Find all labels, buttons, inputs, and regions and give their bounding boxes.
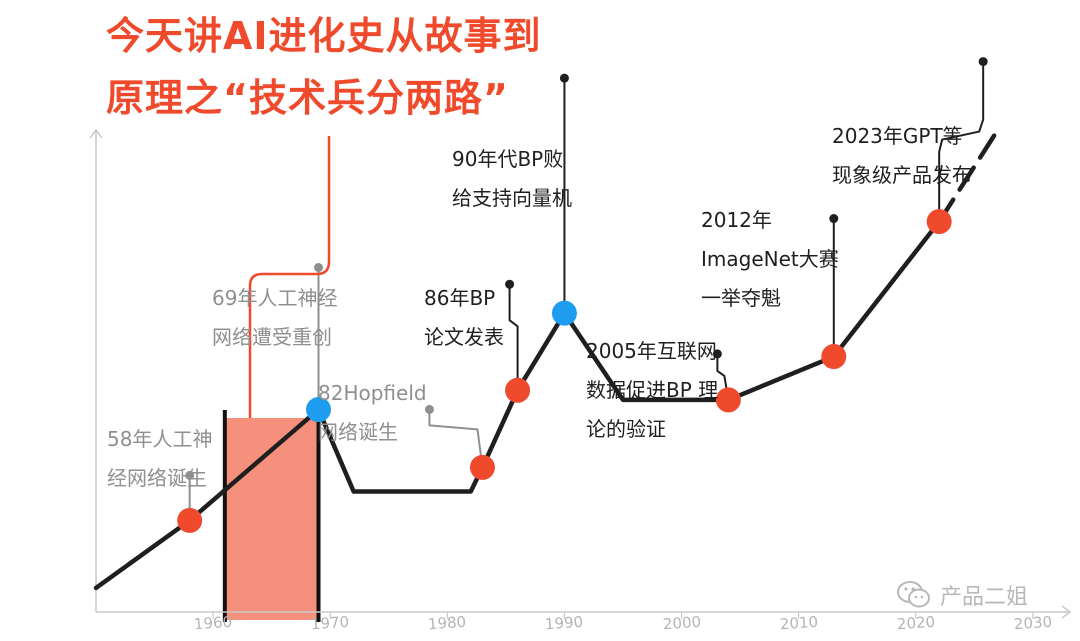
watermark: 产品二姐 bbox=[896, 578, 1028, 612]
annotation-line: 论文发表 bbox=[424, 325, 504, 349]
annotation-line: 网络诞生 bbox=[318, 420, 398, 444]
annotation-2012: 2012年 ImageNet大赛 一举夺魁 bbox=[701, 201, 839, 318]
annotation-line: 数据促进BP 理 bbox=[586, 378, 719, 402]
series-line bbox=[93, 127, 1000, 591]
x-tick-label: 2000 bbox=[661, 612, 702, 634]
x-tick-label: 1960 bbox=[193, 612, 233, 634]
leader-dot bbox=[185, 470, 195, 480]
x-tick-label: 2020 bbox=[896, 612, 936, 634]
leader-dot bbox=[712, 349, 722, 359]
annotation-1982: 82Hopfield 网络诞生 bbox=[318, 374, 427, 452]
x-tick-label: 1990 bbox=[544, 612, 585, 634]
annotation-line: 69年人工神经 bbox=[212, 286, 338, 310]
leader-dot bbox=[559, 73, 569, 83]
x-tick-label: 2010 bbox=[778, 612, 819, 634]
annotation-1958: 58年人工神 经网络诞生 bbox=[107, 420, 212, 498]
annotation-line: ImageNet大赛 bbox=[701, 247, 839, 271]
watermark-text: 产品二姐 bbox=[940, 585, 1029, 610]
annotation-line: 90年代BP败 bbox=[452, 147, 564, 171]
annotation-line: 论的验证 bbox=[586, 417, 666, 441]
annotation-line: 2005年互联网 bbox=[586, 339, 717, 363]
annotation-line: 经网络诞生 bbox=[107, 466, 207, 490]
data-point-marker bbox=[177, 507, 203, 533]
leader-line bbox=[938, 61, 985, 222]
data-point-marker bbox=[821, 344, 847, 370]
data-point-marker bbox=[306, 397, 332, 423]
annotation-1986: 86年BP 论文发表 bbox=[424, 279, 504, 357]
title-connector-line bbox=[248, 136, 331, 418]
y-axis-arrow bbox=[89, 128, 103, 139]
leader-line bbox=[428, 409, 484, 468]
x-tick-label: 1970 bbox=[310, 612, 350, 634]
annotation-line: 网络遭受重创 bbox=[212, 325, 332, 349]
leader-dot bbox=[978, 57, 988, 67]
leader-line bbox=[508, 284, 519, 391]
annotation-2023: 2023年GPT等 现象级产品发布 bbox=[832, 117, 972, 195]
data-point-marker bbox=[551, 300, 577, 326]
annotation-line: 58年人工神 bbox=[107, 427, 213, 451]
projection-dashed-line bbox=[936, 127, 1000, 224]
annotation-2005: 2005年互联网 数据促进BP 理 论的验证 bbox=[586, 332, 718, 449]
leader-dot bbox=[314, 263, 324, 273]
title-line-2: 原理之“技术兵分两路” bbox=[106, 76, 509, 120]
data-point-marker bbox=[469, 454, 495, 480]
annotation-line: 一举夺魁 bbox=[701, 286, 781, 310]
data-point-marker bbox=[715, 387, 741, 413]
markers bbox=[177, 209, 952, 533]
leader-dot bbox=[424, 404, 434, 414]
annotation-line: 82Hopfield bbox=[318, 381, 427, 405]
axes bbox=[89, 128, 1072, 619]
x-tick-label: 2030 bbox=[1013, 612, 1053, 634]
annotation-line: 给支持向量机 bbox=[452, 186, 572, 210]
leader-dot bbox=[505, 279, 515, 289]
x-axis-arrow bbox=[1061, 605, 1072, 619]
trend-line bbox=[93, 219, 942, 591]
title-line-1: 今天讲AI进化史从故事到 bbox=[106, 14, 542, 58]
x-tick-label: 1980 bbox=[427, 612, 467, 634]
annotation-line: 2012年 bbox=[701, 208, 772, 232]
annotation-1990: 90年代BP败 给支持向量机 bbox=[452, 140, 572, 218]
annotation-line: 现象级产品发布 bbox=[832, 163, 972, 187]
annotation-line: 86年BP bbox=[424, 286, 496, 310]
leader-dot bbox=[829, 214, 839, 224]
wechat-icon bbox=[897, 581, 930, 608]
annotation-1969: 69年人工神经 网络遭受重创 bbox=[212, 279, 337, 357]
data-point-marker bbox=[505, 377, 531, 403]
annotation-line: 2023年GPT等 bbox=[832, 124, 963, 148]
data-point-marker bbox=[926, 209, 952, 235]
